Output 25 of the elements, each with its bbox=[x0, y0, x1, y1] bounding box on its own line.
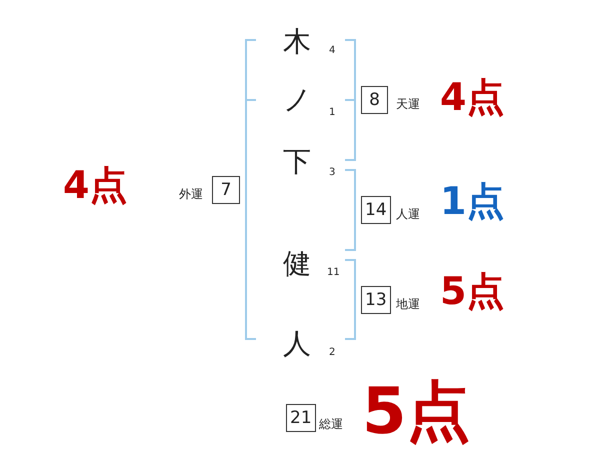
fortune-score: 4点 bbox=[63, 166, 128, 204]
name-character: 健 bbox=[283, 250, 311, 278]
fortune-label: 人運 bbox=[396, 208, 420, 220]
fortune-score: 5点 bbox=[362, 380, 471, 444]
fortune-score: 5点 bbox=[440, 272, 504, 310]
name-character: 人 bbox=[283, 330, 311, 358]
stroke-total-box: 13 bbox=[361, 286, 391, 314]
fortune-label: 天運 bbox=[396, 98, 420, 110]
fortune-label: 総運 bbox=[319, 418, 343, 430]
stroke-total-box: 8 bbox=[361, 86, 388, 114]
stroke-total-box: 21 bbox=[286, 404, 316, 432]
name-character: 下 bbox=[283, 148, 311, 176]
name-character: 木 bbox=[283, 28, 311, 56]
stroke-count: 1 bbox=[329, 108, 336, 118]
stroke-count: 2 bbox=[329, 348, 336, 358]
fortune-score: 1点 bbox=[440, 182, 504, 220]
fortune-label: 地運 bbox=[396, 298, 420, 310]
stroke-total-box: 7 bbox=[212, 176, 240, 204]
stroke-count: 3 bbox=[329, 168, 336, 178]
fortune-score: 4点 bbox=[440, 78, 504, 116]
stroke-count: 11 bbox=[327, 268, 340, 278]
fortune-label: 外運 bbox=[179, 188, 203, 200]
name-character: ノ bbox=[283, 86, 312, 114]
stroke-total-box: 14 bbox=[361, 196, 391, 224]
stroke-count: 4 bbox=[329, 46, 336, 56]
